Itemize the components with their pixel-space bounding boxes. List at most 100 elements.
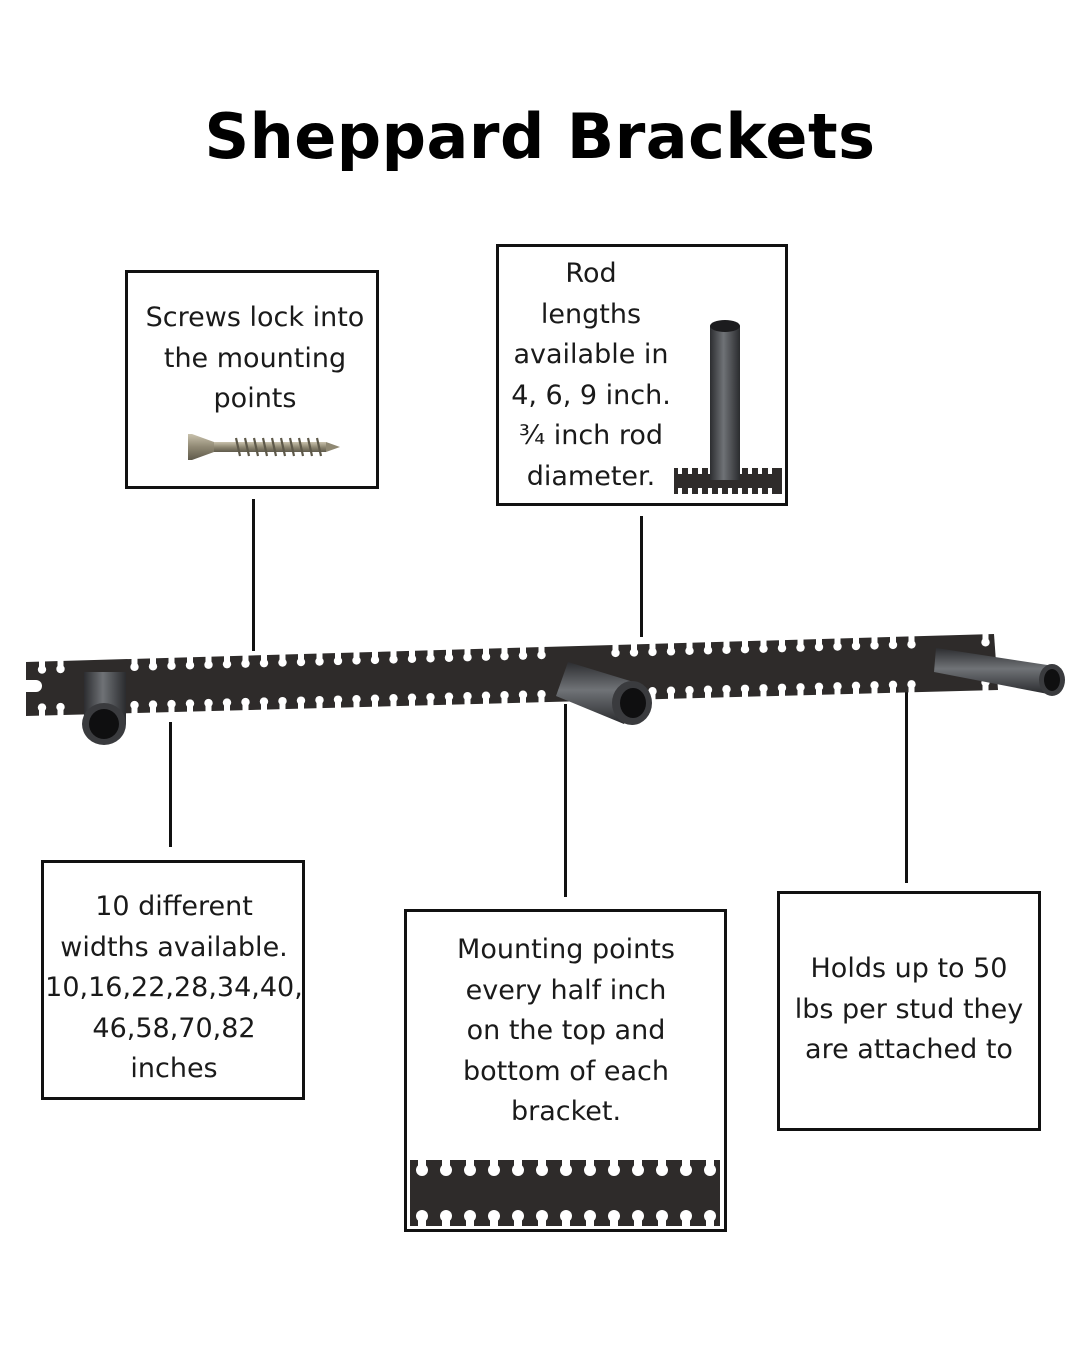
- bracket-notch-round: [759, 684, 768, 693]
- segment-notch-round: [632, 1164, 644, 1176]
- segment-notch-round: [440, 1164, 452, 1176]
- bracket-notch: [57, 708, 64, 717]
- plate-notch: [688, 488, 692, 494]
- screws-callout-box: [125, 270, 379, 489]
- bracket-notch-round: [796, 683, 805, 692]
- bracket-notch-round: [444, 692, 454, 701]
- segment-notch-round: [560, 1164, 572, 1176]
- bracket-notch: [816, 687, 822, 696]
- bracket-notch: [853, 636, 859, 645]
- screw-thread: [306, 437, 314, 457]
- text-line: Rod: [565, 258, 617, 289]
- screw-tip: [326, 442, 340, 452]
- plate-notch: [748, 468, 752, 474]
- bracket-notch-round: [537, 690, 546, 699]
- bracket-notch-round: [389, 693, 398, 703]
- bracket-notch: [483, 647, 489, 656]
- bracket-segment-illustration: [410, 1160, 720, 1226]
- bracket-notch: [409, 649, 415, 658]
- bracket-notch: [742, 640, 748, 649]
- bracket-notch-round: [315, 695, 324, 705]
- page-title: Sheppard Brackets: [204, 100, 876, 173]
- bracket-notch-round: [796, 643, 805, 652]
- bracket-notch-round: [278, 658, 287, 667]
- rod-hole: [1044, 669, 1060, 691]
- text-line: 46,58,70,82: [92, 1012, 256, 1044]
- bracket-notch: [353, 651, 360, 660]
- text-line: points: [213, 383, 297, 414]
- bracket-notch: [705, 690, 711, 699]
- bracket-notch: [797, 688, 804, 697]
- bracket-notch-round: [130, 662, 139, 672]
- bracket-notch-round: [685, 686, 694, 695]
- bracket-notch: [797, 638, 804, 647]
- segment-notch-round: [584, 1164, 596, 1176]
- bracket-notch: [224, 655, 230, 664]
- bracket-notch-round: [259, 658, 269, 668]
- text-line: inches: [130, 1053, 218, 1084]
- bracket-notch: [335, 651, 341, 660]
- bracket-notch: [686, 691, 693, 700]
- bracket-notch: [242, 654, 249, 663]
- bracket-notch: [723, 640, 730, 649]
- bracket-notch-round: [222, 659, 232, 669]
- bracket-notch-round: [241, 697, 250, 707]
- plate-notch: [728, 488, 732, 494]
- bracket-notch-round: [130, 700, 139, 710]
- bracket-notch-round: [888, 640, 898, 650]
- segment-notch-round: [464, 1164, 476, 1176]
- bracket-notch: [779, 639, 785, 648]
- segment-notch-round: [680, 1164, 692, 1176]
- bracket-notch: [520, 646, 526, 655]
- mounting-callout-text: Mounting points every half inch on the t…: [407, 930, 725, 1133]
- segment-notch-round: [656, 1164, 668, 1176]
- bracket-notch: [668, 691, 674, 700]
- bracket-notch-round: [463, 653, 472, 662]
- bracket-notch: [982, 633, 989, 642]
- bracket-notch: [890, 685, 896, 694]
- bracket-notch: [612, 643, 619, 652]
- bracket-notch: [982, 683, 989, 692]
- bracket-notch-round: [537, 650, 546, 660]
- segment-notch-round: [416, 1164, 428, 1176]
- bracket-notch: [316, 652, 323, 661]
- segment-notch-round: [512, 1164, 524, 1176]
- bracket-notch-round: [407, 693, 417, 702]
- bracket-notch: [150, 657, 156, 666]
- bracket-notch: [538, 646, 545, 655]
- bracket-notch-round: [740, 684, 750, 693]
- bracket-notch-round: [148, 662, 158, 671]
- bracket-notch: [279, 702, 286, 711]
- bracket-notch-round: [204, 698, 213, 708]
- bracket-notch-round: [333, 656, 343, 666]
- bracket-notch: [205, 704, 212, 713]
- segment-notch-round: [704, 1164, 716, 1176]
- text-line: available in: [513, 339, 669, 370]
- segment-notch-round: [536, 1210, 548, 1222]
- rod-hole: [89, 709, 119, 739]
- bracket-notch-round: [981, 638, 990, 647]
- text-line: every half inch: [465, 974, 667, 1006]
- bracket-notch-round: [222, 698, 232, 707]
- bracket-end-slot: [20, 680, 42, 692]
- text-line: 10 different: [95, 891, 253, 922]
- bracket-notch-round: [426, 654, 435, 663]
- plate-notch: [748, 488, 752, 494]
- bracket-notch-round: [333, 695, 343, 704]
- screw-head: [188, 434, 214, 460]
- bracket-notch-round: [389, 655, 398, 664]
- plate-notch: [758, 468, 762, 474]
- screw-illustration: [188, 434, 340, 460]
- bracket-notch-round: [185, 661, 195, 670]
- plate-notch: [718, 488, 722, 494]
- screw-thread: [288, 437, 296, 457]
- widths-callout-box: [41, 860, 305, 1100]
- bracket-notch: [446, 648, 452, 657]
- bracket-notch: [908, 685, 915, 694]
- bracket-notch-round: [204, 660, 213, 669]
- text-line: are attached to: [805, 1034, 1013, 1065]
- bracket-notch: [538, 695, 545, 704]
- bracket-notch: [668, 642, 674, 651]
- holds-callout-box: [777, 891, 1041, 1131]
- bracket-notch: [501, 696, 508, 705]
